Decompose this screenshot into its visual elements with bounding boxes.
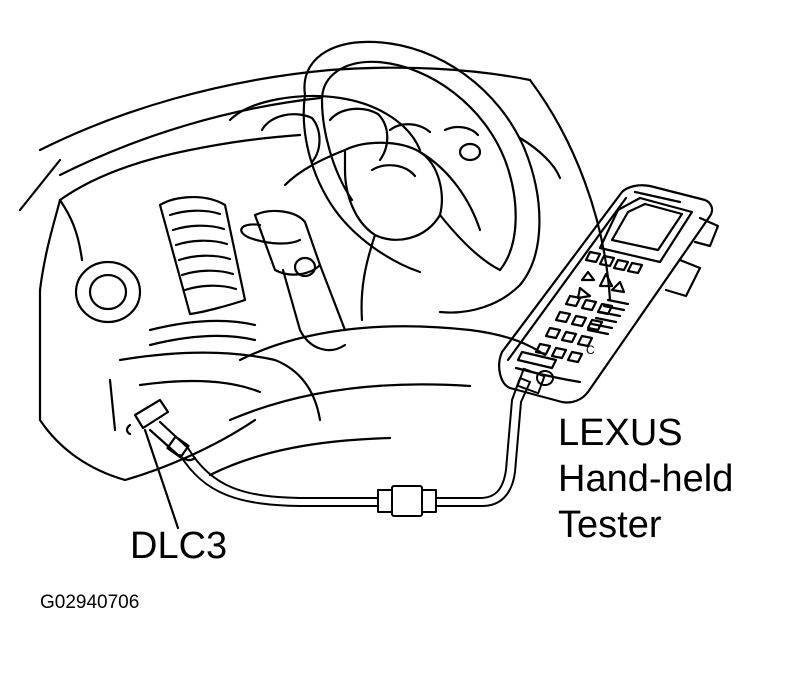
steering-wheel (283, 40, 541, 322)
instrument-cluster (228, 95, 482, 164)
windshield-frame (18, 66, 612, 302)
air-vent (158, 195, 247, 316)
dlc3-leader-line (143, 428, 180, 530)
lower-dash (108, 319, 322, 432)
steering-column (240, 209, 347, 352)
side-knob (74, 260, 142, 324)
svg-text:C: C (586, 343, 595, 357)
tester-label-line-1: LEXUS (558, 412, 683, 454)
tester-label-line-3: Tester (558, 504, 662, 546)
tester-label: LEXUS Hand-held Tester (558, 410, 733, 548)
tester-label-line-2: Hand-held (558, 458, 734, 500)
dlc3-connector (125, 398, 197, 462)
tester-cable (179, 367, 554, 517)
figure-code: G02940706 (40, 592, 140, 613)
hand-held-tester: C (498, 184, 720, 404)
dlc3-label: DLC3 (130, 525, 228, 567)
